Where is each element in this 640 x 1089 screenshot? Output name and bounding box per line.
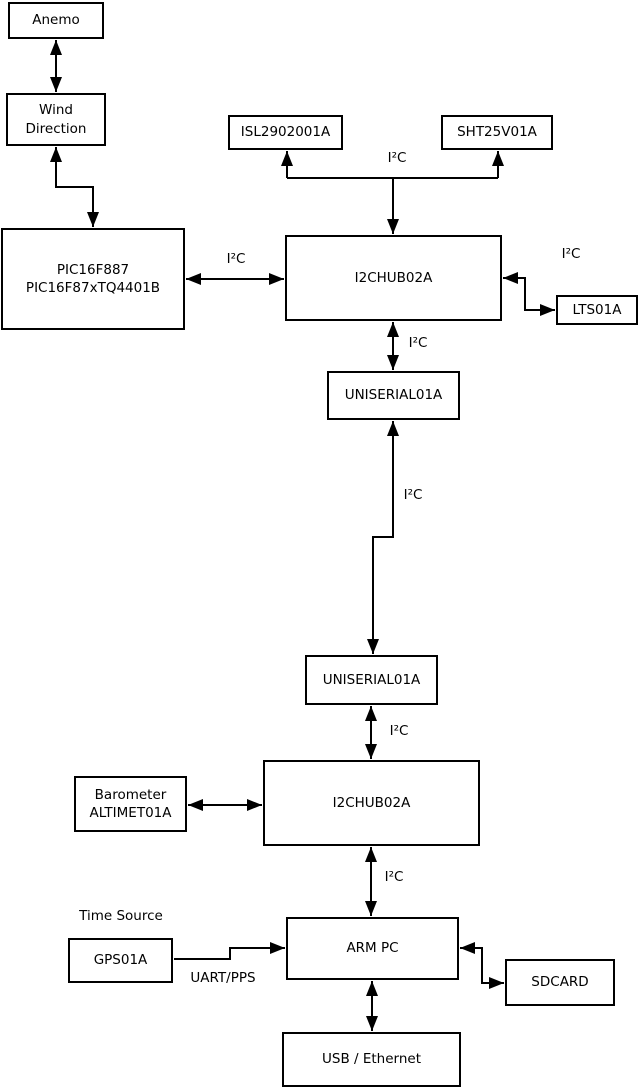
node-i2c-hub-top: I2CHUB02A	[285, 235, 502, 321]
label-i2c-sensor-bus: I²C	[387, 150, 407, 166]
node-lts-sensor: LTS01A	[556, 295, 638, 325]
node-sdcard: SDCARD	[505, 959, 615, 1006]
node-barometer-altimeter: Barometer ALTIMET01A	[74, 776, 187, 832]
node-anemometer: Anemo	[8, 2, 104, 39]
node-i2c-hub-bottom: I2CHUB02A	[263, 760, 480, 846]
label-uart-pps: UART/PPS	[190, 970, 256, 986]
label-i2c-hub-uniserial: I²C	[408, 335, 428, 351]
label-i2c-uniserial-link: I²C	[403, 487, 423, 503]
node-pic-microcontroller: PIC16F887 PIC16F87xTQ4401B	[1, 228, 185, 330]
node-uniserial-bottom: UNISERIAL01A	[305, 655, 438, 705]
label-i2c-pic-hub: I²C	[226, 251, 246, 267]
label-i2c-hub2-armpc: I²C	[384, 869, 404, 885]
label-i2c-uniserial-hub2: I²C	[389, 723, 409, 739]
node-sht-humidity-sensor: SHT25V01A	[441, 115, 553, 150]
node-wind-direction: Wind Direction	[6, 93, 106, 146]
node-uniserial-top: UNISERIAL01A	[327, 371, 460, 420]
node-gps: GPS01A	[68, 938, 173, 983]
label-time-source: Time Source	[79, 908, 163, 924]
edge-gps-arm-pc	[174, 942, 285, 960]
node-usb-ethernet: USB / Ethernet	[282, 1032, 461, 1087]
node-isl-light-sensor: ISL2902001A	[228, 115, 343, 150]
label-i2c-hub-lts: I²C	[561, 246, 581, 262]
edge-i2chub-top-lts	[503, 272, 555, 316]
edge-wind-direction-pic	[50, 147, 99, 227]
node-arm-pc: ARM PC	[286, 917, 459, 980]
edge-arm-pc-sdcard	[460, 942, 504, 989]
edge-uniserial-top-uniserial-bottom	[367, 421, 399, 654]
